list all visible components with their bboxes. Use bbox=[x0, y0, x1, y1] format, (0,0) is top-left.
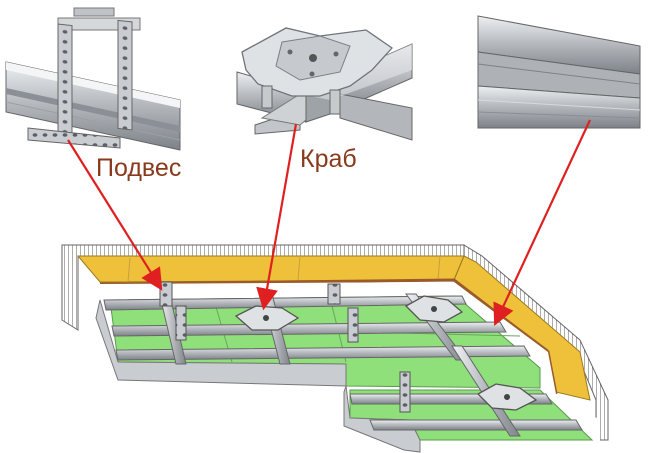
hanger-photo bbox=[5, 7, 181, 151]
crab-photo bbox=[236, 27, 413, 141]
crab-arrow bbox=[256, 123, 298, 311]
profile-arrow bbox=[493, 119, 591, 326]
crab-label: Краб bbox=[300, 145, 357, 173]
ceiling-model bbox=[61, 244, 609, 453]
profile-photo bbox=[477, 15, 641, 129]
hanger-icon bbox=[159, 281, 411, 413]
perforated-hanger-icon bbox=[27, 7, 141, 149]
wall-profile-icon bbox=[477, 15, 641, 129]
hanger-label: Подвес bbox=[96, 154, 182, 182]
crab-icon bbox=[234, 295, 538, 411]
crab-connector-icon bbox=[241, 27, 393, 115]
hanger-arrow bbox=[67, 139, 163, 291]
